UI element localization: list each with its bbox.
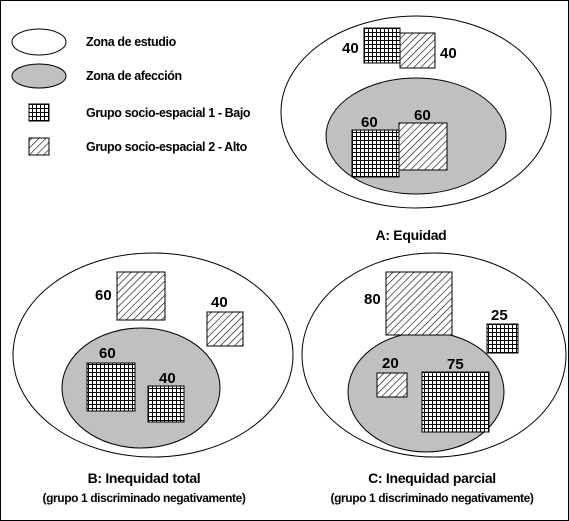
panel-a-inside-group1 — [351, 129, 400, 178]
panel-c-inside-group2 — [376, 372, 408, 398]
panel-a-outside-group1-value: 40 — [342, 40, 359, 57]
panel-a-title: A: Equidad — [376, 227, 447, 243]
panel-c-title: C: Inequidad parcial — [368, 470, 496, 486]
panel-c-inside-group2-value: 20 — [382, 355, 399, 372]
panel-b-outside-group1-hatch — [206, 311, 244, 347]
panel-a-inside-group2 — [398, 122, 448, 171]
panel-c-outside-group2-value: 80 — [364, 291, 381, 308]
panel-b-outside-group2 — [116, 271, 166, 321]
legend-affected-zone-swatch — [11, 63, 67, 89]
panel-b-affected-zone — [61, 327, 221, 449]
legend-group1-swatch — [28, 103, 50, 122]
panel-c-outside-group2 — [385, 271, 453, 336]
legend-affected-zone-label: Zona de afección — [86, 69, 182, 83]
panel-a-inside-group1-value: 60 — [361, 114, 378, 131]
panel-b-title: B: Inequidad total — [88, 470, 201, 486]
panel-a: 40 40 60 60 A: Equidad — [280, 15, 552, 243]
panel-c-inside-group1 — [421, 371, 490, 433]
legend-group2-label: Grupo socio-espacial 2 - Alto — [86, 140, 248, 154]
legend: Zona de estudio Zona de afección Grupo s… — [11, 28, 251, 156]
panel-c-subtitle: (grupo 1 discriminado negativamente) — [331, 491, 534, 505]
panel-b-inside-group1 — [86, 362, 136, 412]
panel-b: 60 40 60 40 B: Inequidad total (grupo 1 … — [12, 252, 294, 505]
panel-a-outside-group1 — [363, 27, 401, 64]
panel-b-outside-group1-value: 40 — [211, 294, 228, 311]
panel-b-inside-group2 — [147, 385, 185, 423]
legend-group1-label: Grupo socio-espacial 1 - Bajo — [86, 106, 251, 120]
legend-group2-swatch — [28, 137, 50, 156]
panel-a-outside-group2-value: 40 — [440, 45, 457, 62]
panel-b-inside-group2-value: 40 — [159, 370, 176, 387]
panel-c-outside-group1 — [486, 323, 519, 354]
panel-c-inside-group1-value: 75 — [447, 356, 464, 373]
panel-a-outside-group2 — [399, 32, 436, 69]
panel-b-outside-group2-value: 60 — [95, 287, 112, 304]
panel-a-inside-group2-value: 60 — [414, 107, 431, 124]
panel-b-subtitle: (grupo 1 discriminado negativamente) — [43, 491, 246, 505]
panel-b-inside-group1-value: 60 — [99, 345, 116, 362]
panel-c-outside-group1-value: 25 — [491, 307, 508, 324]
legend-study-zone-label: Zona de estudio — [86, 35, 177, 49]
legend-study-zone-swatch — [11, 28, 67, 56]
panel-c: 80 25 20 75 C: Inequidad parcial (grupo … — [301, 252, 567, 505]
